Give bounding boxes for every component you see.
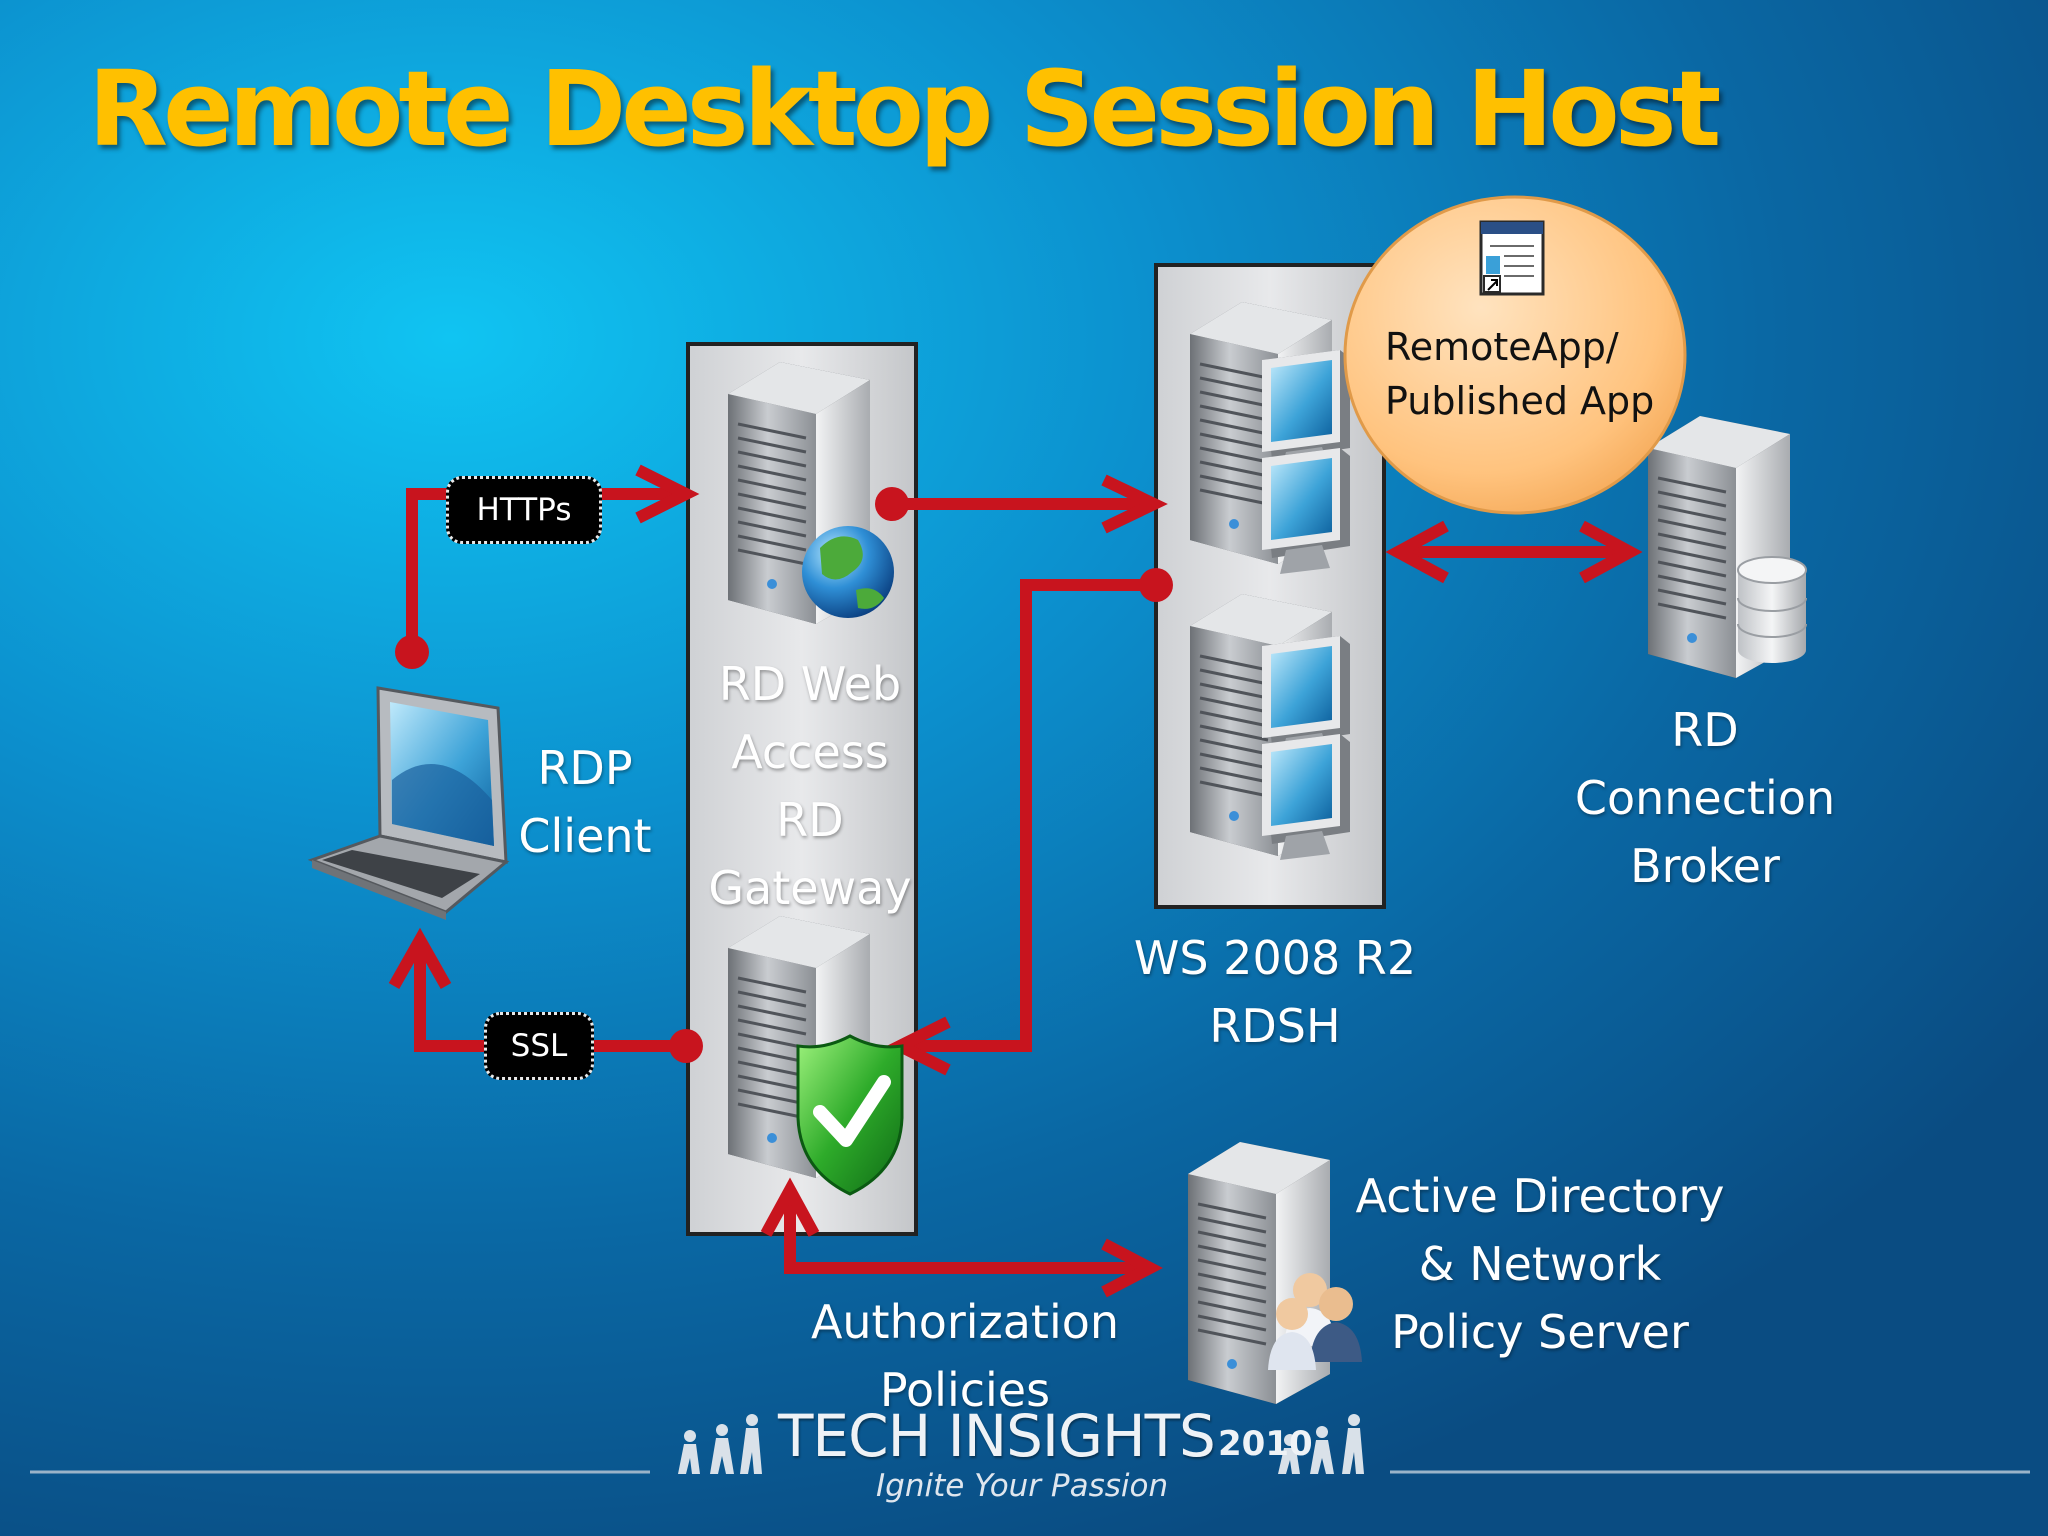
ssl-tag: SSL [484,1012,594,1080]
auth-arrowhead-up [760,1177,820,1237]
web-to-rdsh-arrowhead [1101,474,1168,534]
web-access-server-icon [726,360,894,626]
broker-arrowhead-left [1385,520,1449,584]
rdsh-server-icon-top [1188,300,1350,574]
ssl-arrowhead [388,927,452,989]
authorization-policies-label: Authorization Policies [810,1295,1120,1417]
auth-arrowhead-right [1101,1238,1163,1298]
rdsh-server-icon-bottom [1188,592,1350,860]
web-access-dot [875,487,909,521]
broker-server-icon [1646,414,1807,680]
ad-server-icon [1186,1140,1362,1406]
https-tag: HTTPs [446,476,602,544]
dancing-figures-icon [678,1414,1364,1474]
rdsh-dot [1139,568,1173,602]
rd-web-gateway-label: RD Web Access RD Gateway [708,657,912,915]
auth-connector [784,1190,1150,1274]
remoteapp-bubble [1343,195,1687,515]
ad-nps-label: Active Directory & Network Policy Server [1355,1169,1725,1359]
logo-tagline: Ignite Your Passion [876,1468,1169,1504]
rdsh-label: WS 2008 R2 RDSH [1133,931,1417,1053]
gateway-dot [669,1029,703,1063]
rdp-client-label: RDP Client [518,741,652,863]
application-window-icon [1479,220,1545,296]
connectors [388,464,1643,1298]
laptop-icon [307,686,510,920]
shield-icon [796,1034,904,1196]
rdsh-to-gateway-connector [900,579,1154,1052]
broker-arrowhead-right [1579,520,1643,584]
remoteapp-label: RemoteApp/ Published App [1385,325,1655,423]
logo-year: 2010 [1218,1424,1313,1464]
connection-broker-label: RD Connection Broker [1574,703,1836,893]
checkmark-icon [813,1075,891,1147]
ssl-connector [414,940,686,1052]
users-icon [1268,1273,1362,1370]
connector-dots [395,487,1173,1063]
slide-title: Remote Desktop Session Host [88,48,1721,170]
database-icon [1737,556,1807,663]
https-arrowhead [635,464,700,524]
tech-insights-logo: TECH INSIGHTS [778,1402,1216,1470]
gateway-server-icon [726,914,904,1196]
client-dot [395,635,429,669]
